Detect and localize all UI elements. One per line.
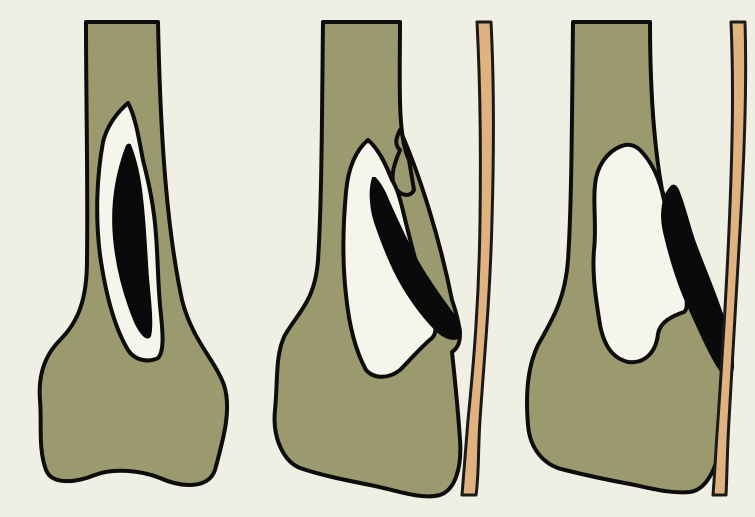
bone-diagram [0,0,755,517]
bone-diagram-canvas [0,0,755,517]
